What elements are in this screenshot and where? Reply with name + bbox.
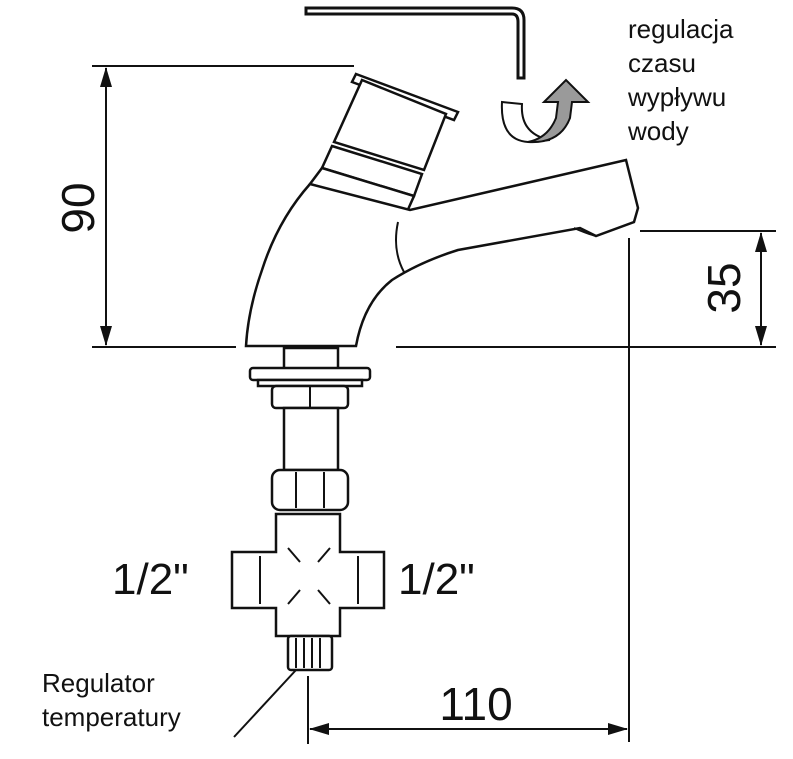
faucet-body: [244, 72, 640, 348]
cross-fitting: [230, 512, 386, 672]
mounting-stem: [248, 346, 372, 512]
regulator-leader-line: [233, 669, 297, 738]
dimension-90-label: 90: [52, 182, 104, 233]
connection-left-label: 1/2": [112, 555, 189, 604]
time-regulation-label-line4: wody: [627, 116, 689, 146]
time-regulation-label-line3: wypływu: [627, 82, 726, 112]
dimension-lines: [92, 65, 776, 744]
regulator-label-line1: Regulator: [42, 668, 155, 698]
dimension-35-label: 35: [698, 262, 750, 313]
allen-key-icon: [304, 6, 526, 80]
regulator-label-line2: temperatury: [42, 702, 181, 732]
time-regulation-label-line1: regulacja: [628, 14, 734, 44]
rotation-arrow-icon: [500, 78, 591, 144]
connection-right-label: 1/2": [398, 555, 475, 604]
time-regulation-label-line2: czasu: [628, 48, 696, 78]
dimension-110-label: 110: [439, 678, 512, 730]
